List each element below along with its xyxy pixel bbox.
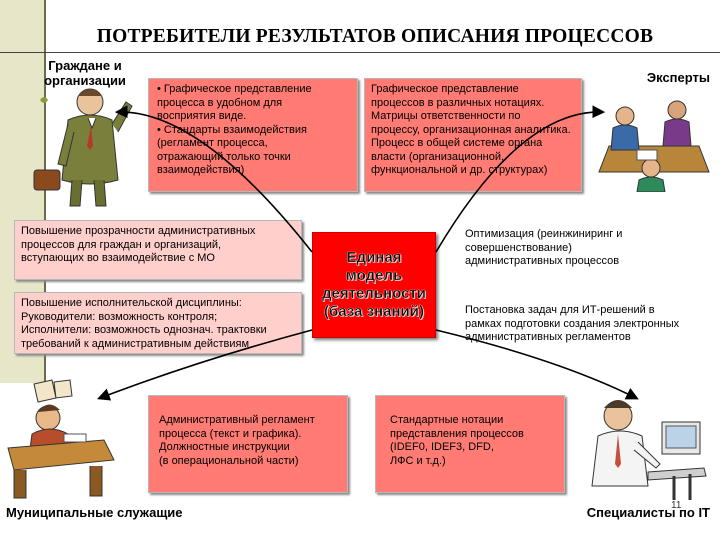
standard-notations-box: Стандартные нотации представления процес… <box>375 395 565 493</box>
title-underline <box>0 52 720 53</box>
label-it-specialists: Специалисты по IT <box>586 505 710 520</box>
arrow-icon <box>114 105 313 253</box>
optimization-text: Оптимизация (реинжиниринг и совершенство… <box>465 228 623 267</box>
it-specialist-clipart <box>591 400 707 500</box>
page-number: 11 <box>671 500 682 511</box>
arrow-icon <box>97 329 313 401</box>
unified-model-label: Единая модель деятельности (база знаний) <box>322 249 426 320</box>
label-officials: Муниципальные служащие <box>6 505 183 520</box>
notations-box: Графическое представление процессов в ра… <box>364 78 582 192</box>
left-decor-bar-edge <box>44 0 46 383</box>
discipline-box: Повышение исполнительской дисциплины: Ру… <box>14 292 302 354</box>
arrow-icon <box>435 329 639 400</box>
label-citizens: Граждане и организации <box>44 58 126 88</box>
clerk-at-desk-clipart <box>7 379 115 499</box>
man-with-briefcase-clipart <box>33 88 133 207</box>
it-tasks-text: Постановка задач для ИТ-решений в рамках… <box>465 304 680 343</box>
unified-model-box: Единая модель деятельности (база знаний) <box>312 232 436 338</box>
arrow-icon <box>435 105 606 253</box>
label-experts: Эксперты <box>646 70 710 85</box>
experts-meeting-clipart <box>595 86 713 192</box>
graphic-view-box: • Графическое представление процесса в у… <box>148 78 358 192</box>
page-title: ПОТРЕБИТЕЛИ РЕЗУЛЬТАТОВ ОПИСАНИЯ ПРОЦЕСС… <box>96 26 654 47</box>
transparency-box: Повышение прозрачности административных … <box>14 220 302 280</box>
reglament-box: Административный регламент процесса (тек… <box>148 395 348 493</box>
